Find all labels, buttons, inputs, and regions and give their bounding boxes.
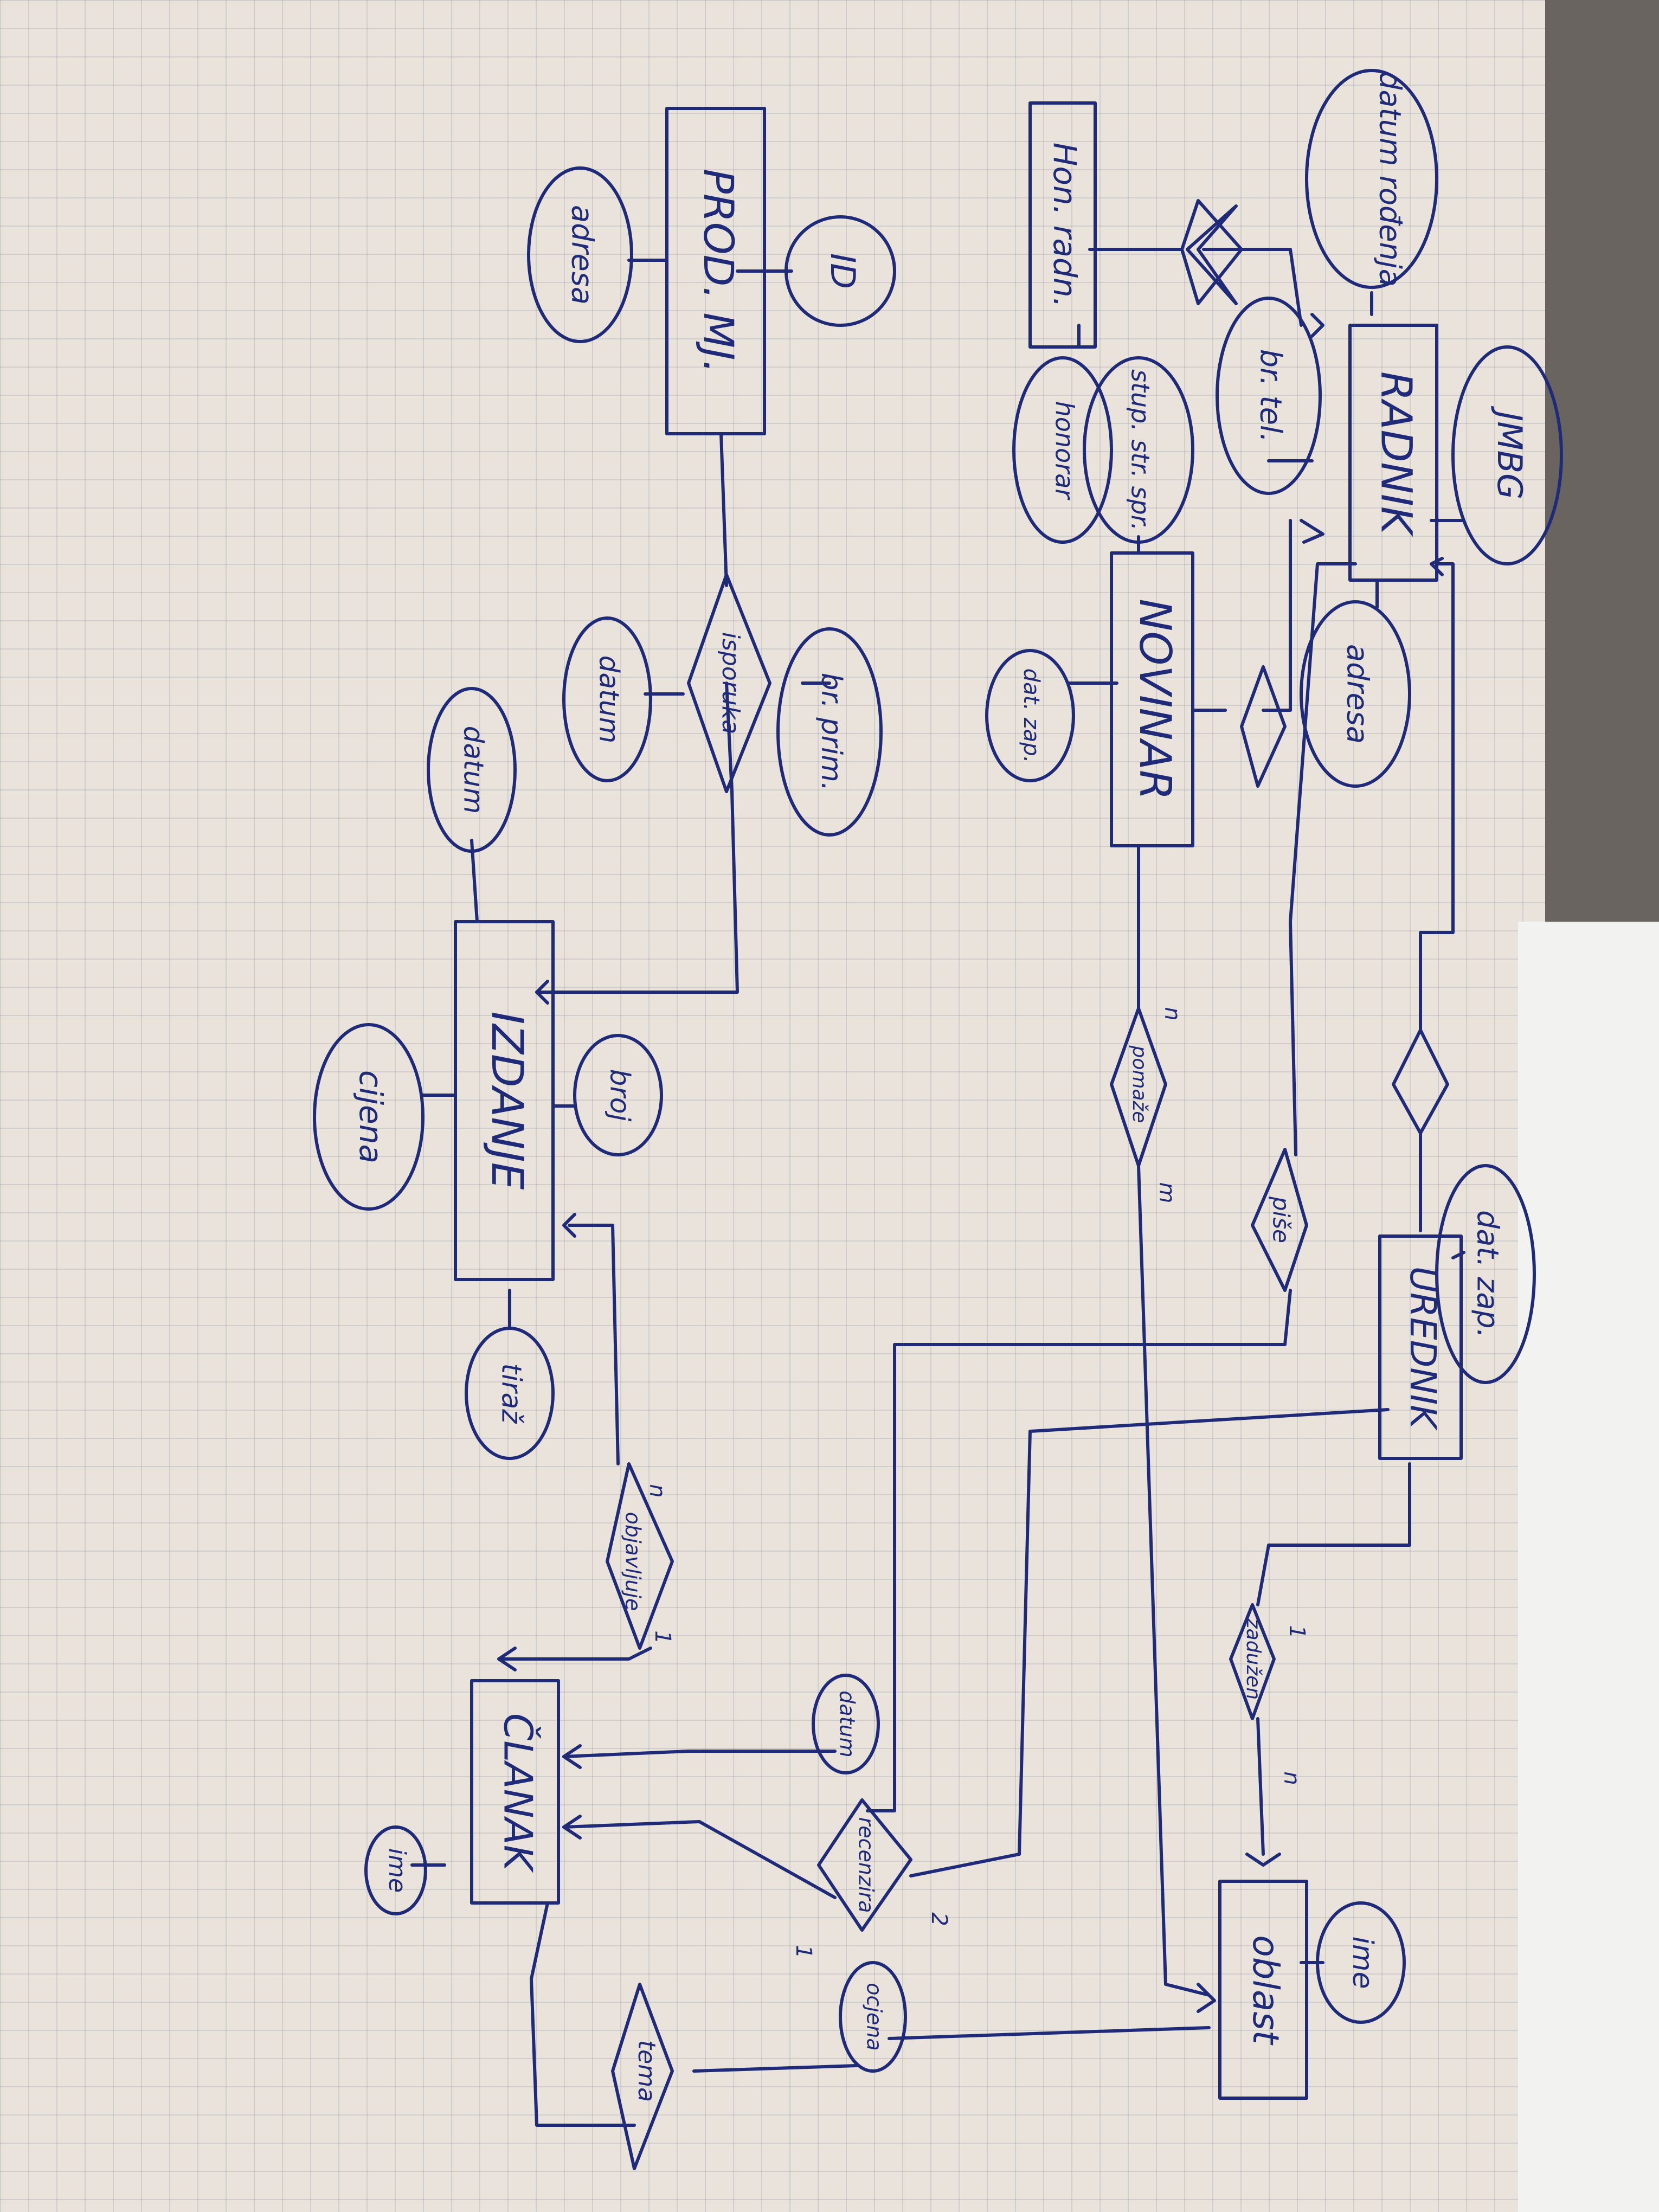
attribute-dat-zap-novinar-label: dat. zap.	[1019, 668, 1044, 763]
relationship-zaduzen-label: zadužen	[1242, 1618, 1264, 1700]
cardinality-pomaze-m: m	[1154, 1182, 1179, 1204]
isa-diamond-novinar	[1240, 665, 1287, 788]
attribute-ime-clanak: ime	[364, 1825, 427, 1915]
attribute-ime-clanak-label: ime	[383, 1848, 411, 1893]
attribute-adresa-prod-label: adresa	[565, 205, 599, 305]
attribute-jmbg-label: JMBG	[1490, 406, 1529, 499]
entity-novinar: NOVINAR	[1110, 551, 1194, 847]
attribute-adresa-radnik: adresa	[1300, 600, 1411, 788]
cardinality-zaduzen-1: 1	[1284, 1625, 1309, 1638]
attribute-honorar-label: honorar	[1050, 401, 1079, 501]
attribute-br-tel: br. tel.	[1216, 297, 1322, 495]
attribute-br-prim-label: br. prim.	[815, 673, 847, 792]
entity-izdanje-label: IZDANJE	[482, 1012, 532, 1190]
attribute-datum-isporuka-label: datum	[594, 655, 625, 743]
attribute-broj: broj	[573, 1034, 663, 1156]
relationship-objavljuje-label: objavljuje	[621, 1512, 645, 1611]
relationship-tema: tema	[611, 1983, 674, 2170]
attribute-adresa-prod: adresa	[527, 166, 633, 343]
entity-novinar-label: NOVINAR	[1130, 599, 1180, 800]
attribute-datum-rodjenja-label: datum rođenja	[1373, 71, 1407, 287]
attribute-dat-zap-novinar: dat. zap.	[985, 649, 1075, 782]
attribute-dat-zap-urednik-label: dat. zap.	[1470, 1210, 1504, 1338]
attribute-cijena: cijena	[313, 1023, 425, 1211]
relationship-pomaze: pomaže	[1110, 1007, 1167, 1167]
attribute-datum-izdanje: datum	[427, 687, 517, 853]
attribute-datum-isporuka: datum	[562, 616, 652, 782]
relationship-objavljuje: objavljuje	[606, 1462, 674, 1650]
entity-hon-radn-label: Hon. radn.	[1046, 143, 1083, 307]
attribute-tiraz-label: tiraž	[496, 1364, 528, 1425]
relationship-pomaze-label: pomaže	[1128, 1045, 1150, 1123]
cardinality-objavljuje-n: n	[645, 1484, 670, 1497]
connector-lines	[410, 248, 1465, 2127]
attribute-dat-zap-urednik: dat. zap.	[1435, 1164, 1536, 1384]
cardinality-objavljuje-1: 1	[650, 1630, 675, 1644]
attribute-id: ID	[785, 215, 896, 327]
attribute-datum-izdanje-label: datum	[458, 726, 490, 814]
graph-paper-sheet	[0, 0, 1545, 2212]
entity-oblast: oblast	[1218, 1880, 1308, 2100]
relationship-zaduzen: zadužen	[1229, 1603, 1276, 1720]
entity-clanak-label: ČLANAK	[495, 1713, 541, 1873]
attribute-tiraz: tiraž	[465, 1327, 555, 1460]
attribute-datum-rodjenja: datum rođenja	[1305, 69, 1438, 289]
cardinality-pomaze-n: n	[1160, 1007, 1185, 1020]
entity-radnik: RADNIK	[1348, 324, 1438, 582]
attribute-stup-str-spr: stup. str. spr.	[1083, 356, 1194, 544]
attribute-cijena-label: cijena	[352, 1070, 389, 1163]
entity-prod-mj: PROD. MJ.	[665, 107, 766, 435]
attribute-br-tel-label: br. tel.	[1253, 349, 1288, 442]
attribute-broj-label: broj	[605, 1069, 636, 1122]
attribute-ime-oblast: ime	[1316, 1901, 1406, 2024]
relationship-tema-label: tema	[633, 2040, 660, 2102]
cardinality-zaduzen-n: n	[1279, 1771, 1304, 1785]
background-surface	[1518, 922, 1659, 2212]
attribute-ocjena-label: ocjena	[863, 1983, 886, 2050]
entity-radnik-label: RADNIK	[1372, 371, 1420, 537]
cardinality-recenzira-2: 2	[927, 1912, 951, 1926]
relationship-pise: piše	[1251, 1148, 1308, 1292]
attribute-honorar: honorar	[1012, 356, 1113, 544]
entity-clanak: ČLANAK	[470, 1679, 560, 1905]
isa-diamond-radnik	[1180, 199, 1243, 305]
attribute-ime-oblast-label: ime	[1346, 1936, 1379, 1989]
entity-oblast-label: oblast	[1245, 1935, 1287, 2045]
relationship-pise-label: piše	[1268, 1196, 1295, 1243]
entity-izdanje: IZDANJE	[454, 920, 555, 1281]
cardinality-labels: n m 1 n n 1 1 2	[645, 1007, 1309, 1958]
relationship-isporuka-label: isporuka	[717, 632, 744, 734]
attribute-stup-str-spr-label: stup. str. spr.	[1126, 369, 1155, 531]
cardinality-recenzira-1: 1	[791, 1945, 816, 1958]
attribute-datum-clanak-label: datum	[835, 1690, 859, 1757]
attribute-br-prim: br. prim.	[776, 627, 883, 837]
relationship-isporuka: isporuka	[687, 573, 771, 793]
relationship-recenzira: recenzira	[817, 1798, 912, 1932]
attribute-ocjena: ocjena	[839, 1961, 907, 2073]
relationship-recenzira-label: recenzira	[854, 1817, 878, 1913]
attribute-datum-clanak: datum	[812, 1674, 880, 1774]
attribute-jmbg: JMBG	[1451, 345, 1563, 565]
entity-prod-mj-label: PROD. MJ.	[695, 169, 743, 373]
attribute-adresa-radnik-label: adresa	[1340, 644, 1374, 744]
isa-diamond-urednik	[1392, 1028, 1449, 1135]
attribute-id-label: ID	[823, 253, 863, 289]
entity-hon-radn: Hon. radn.	[1028, 101, 1097, 349]
